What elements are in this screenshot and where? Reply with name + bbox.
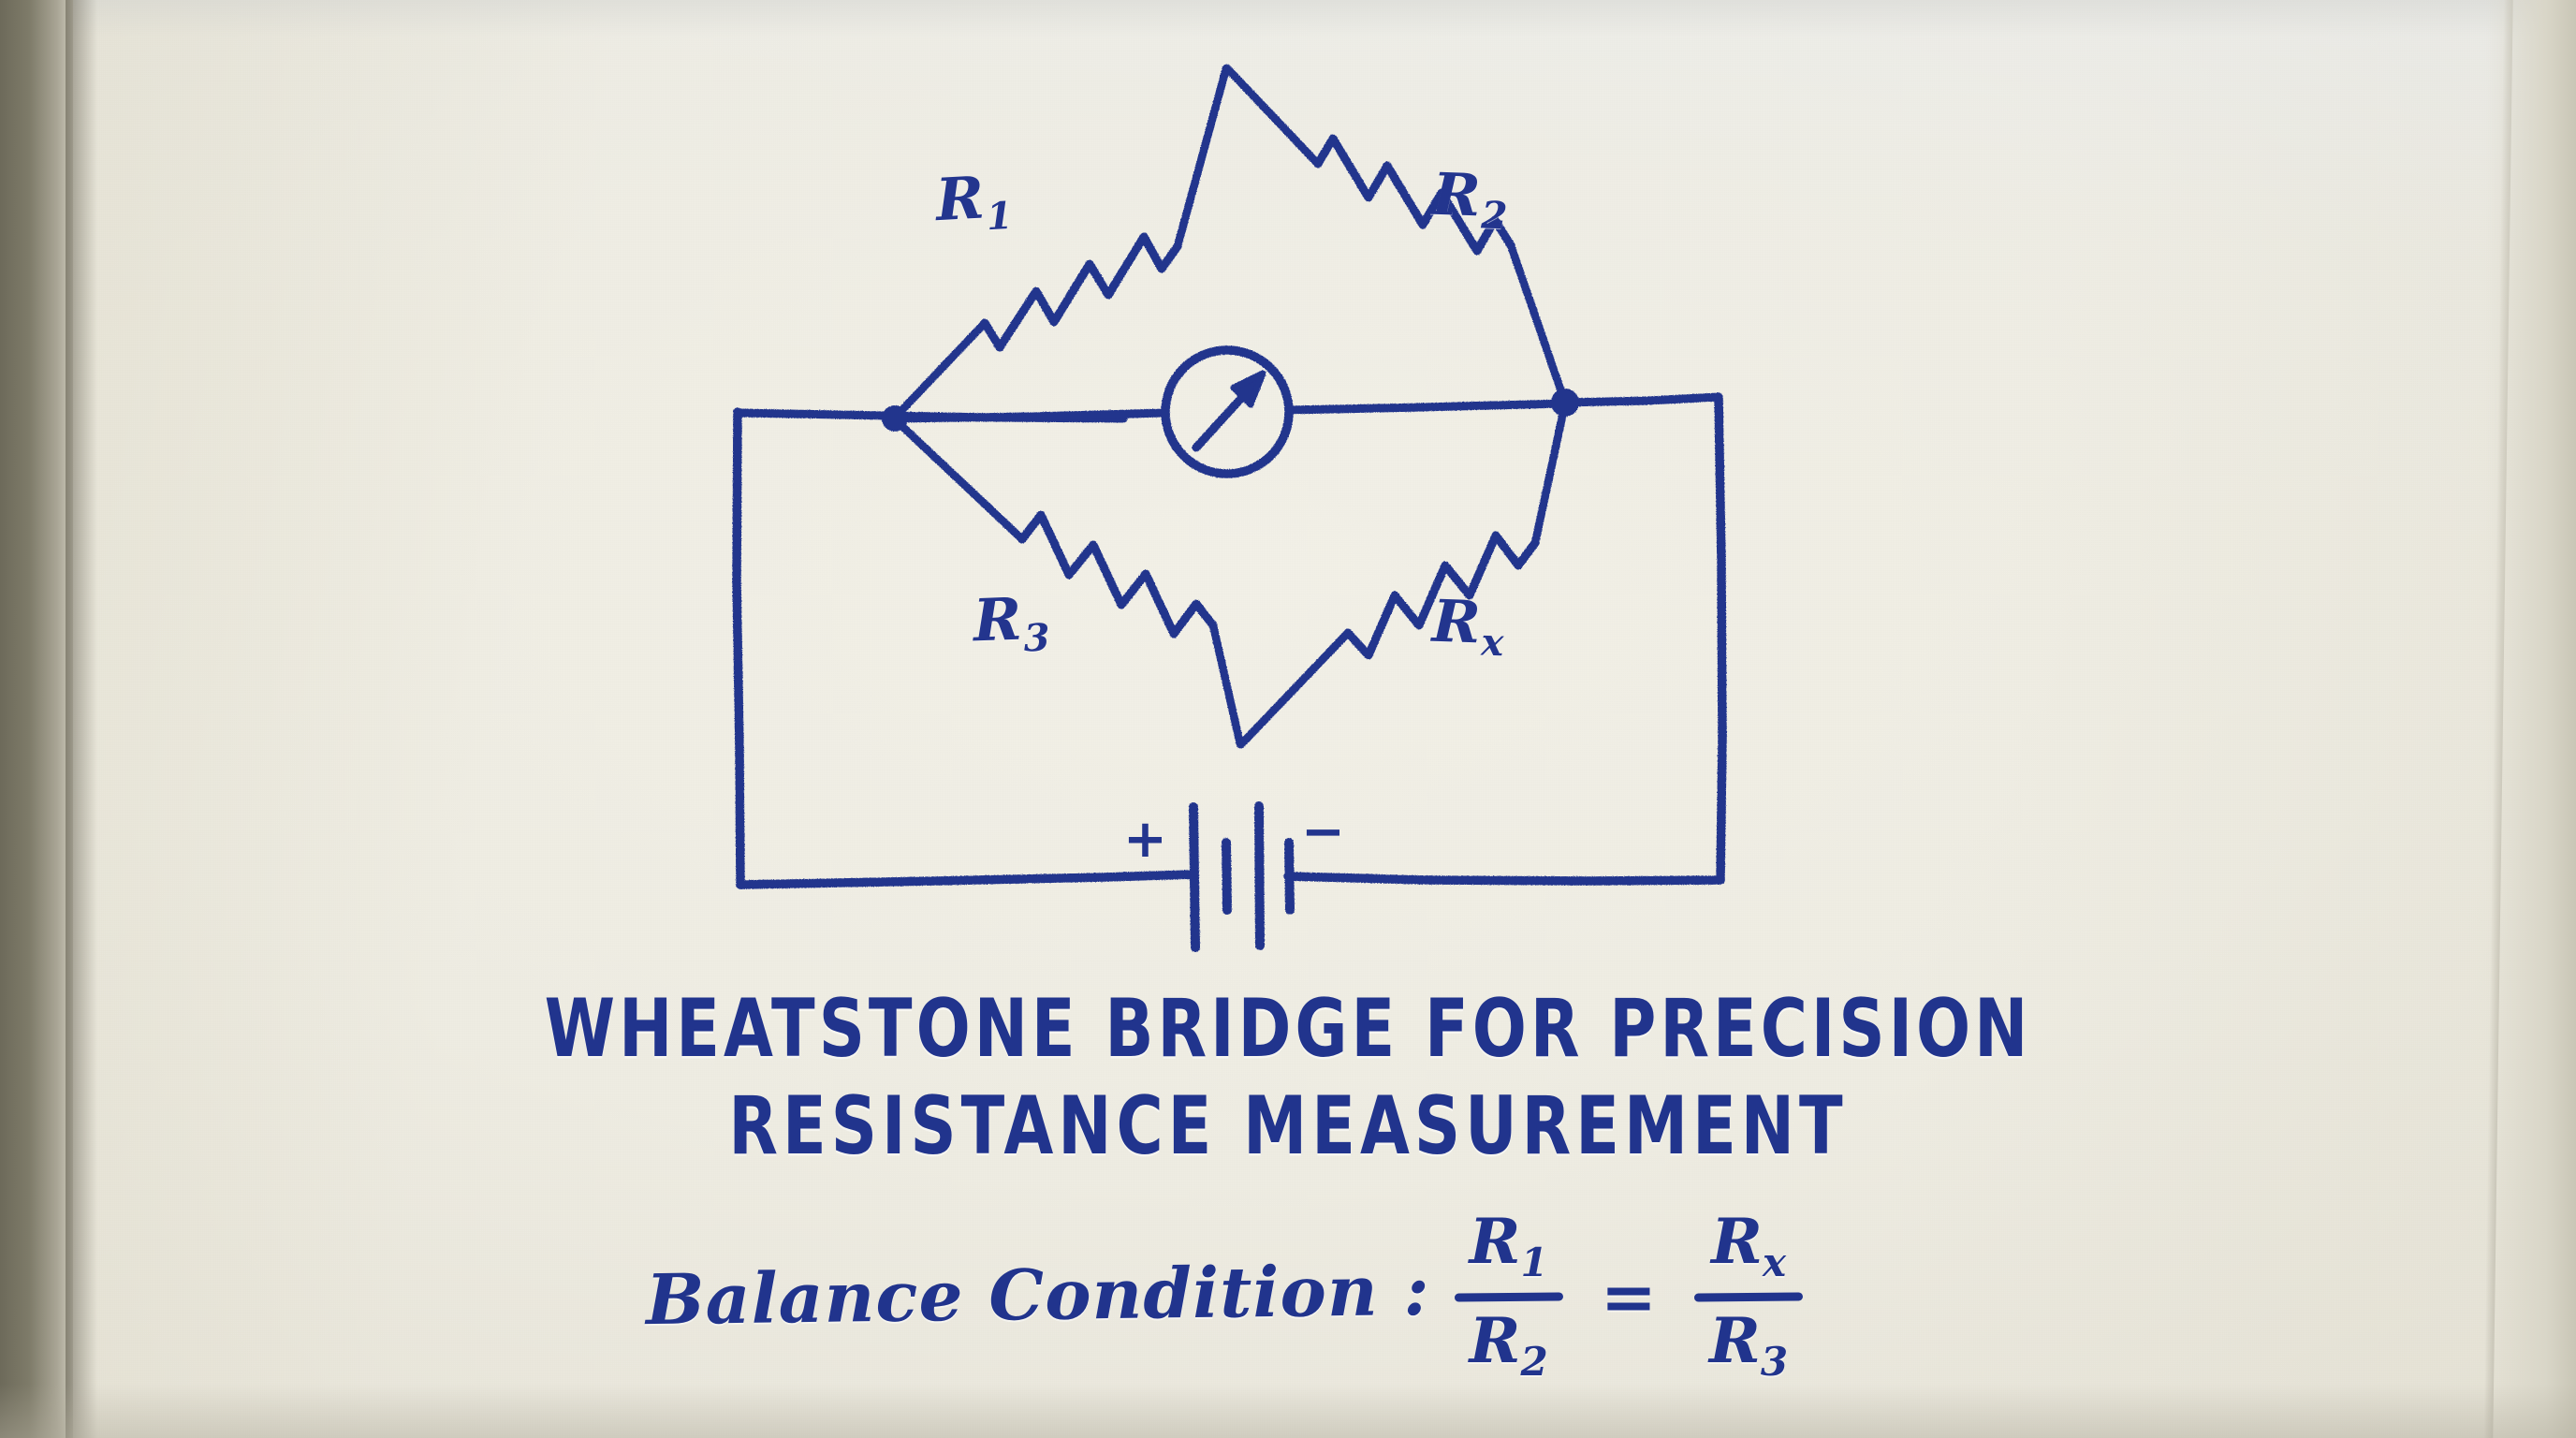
fraction-left-bar xyxy=(1454,1292,1563,1302)
title-line-1: WHEATSTONE BRIDGE FOR PRECISION xyxy=(544,980,2032,1076)
fraction-left: R1 R2 xyxy=(1454,1205,1563,1386)
galvanometer-needle-tip xyxy=(1230,370,1266,408)
resistor-r3-zigzag xyxy=(1017,510,1218,638)
wire-r1-lower xyxy=(890,318,989,422)
arm-r2 xyxy=(1222,64,1570,407)
galvanometer-icon xyxy=(1161,345,1294,478)
galvanometer-branch xyxy=(891,345,1568,478)
wire-r1-upper xyxy=(1173,64,1231,251)
arm-rx xyxy=(1237,399,1570,749)
wire-r3-lower xyxy=(1208,621,1245,749)
paper-bottom-shadow xyxy=(0,1384,2576,1438)
wire-r2-upper xyxy=(1222,64,1323,169)
arm-r1 xyxy=(890,64,1231,422)
battery-negative-terminal-label: − xyxy=(1301,801,1345,862)
diagram-title: WHEATSTONE BRIDGE FOR PRECISION RESISTAN… xyxy=(0,974,2576,1173)
fraction-right-bar xyxy=(1693,1292,1804,1302)
resistor-label-r2: R2 xyxy=(1430,159,1509,239)
wire-rx-lower xyxy=(1237,628,1353,749)
paper-left-shadow xyxy=(66,0,97,1438)
balance-condition: Balance Condition : R1 R2 = Rx R3 xyxy=(645,1205,1804,1386)
resistor-r2-zigzag xyxy=(1313,134,1515,256)
resistor-r1-zigzag xyxy=(980,232,1182,352)
paper-right-edge xyxy=(2486,0,2576,1438)
wire-r3-upper xyxy=(890,415,1027,544)
junction-dot-node-a xyxy=(882,405,908,432)
battery-long-plate-1 xyxy=(1189,802,1200,952)
wire-right-vertical xyxy=(1714,392,1727,885)
battery-short-plate-1 xyxy=(1222,838,1232,915)
desk-surface-left-edge xyxy=(0,0,73,1438)
resistor-label-r1: R1 xyxy=(933,163,1015,240)
junction-dot-node-b xyxy=(1551,389,1579,417)
fraction-right: Rx R3 xyxy=(1693,1205,1804,1386)
arm-r3 xyxy=(890,415,1245,749)
wire-bottom-left xyxy=(736,870,1197,889)
wire-galvanometer-left xyxy=(891,408,1170,423)
battery-symbol xyxy=(1189,801,1295,952)
paper-top-shadow xyxy=(0,0,2576,37)
battery-short-plate-2 xyxy=(1284,838,1295,915)
battery-positive-terminal-label: + xyxy=(1123,809,1167,870)
title-line-2: RESISTANCE MEASUREMENT xyxy=(728,1078,1848,1173)
resistor-rx-zigzag xyxy=(1343,531,1540,660)
fraction-left-denominator: R2 xyxy=(1469,1303,1548,1386)
wire-r2-lower xyxy=(1506,241,1570,407)
battery-long-plate-2 xyxy=(1254,801,1265,950)
resistor-label-rx: Rx xyxy=(1430,586,1505,666)
wire-bottom-right xyxy=(1283,872,1725,886)
fraction-left-numerator: R1 xyxy=(1469,1205,1548,1286)
wire-rx-upper xyxy=(1530,399,1570,548)
wire-node-b-to-right xyxy=(1560,392,1723,407)
wire-left-vertical xyxy=(732,407,745,889)
fraction-right-denominator: R3 xyxy=(1708,1303,1789,1386)
fraction-right-numerator: Rx xyxy=(1711,1205,1786,1286)
balance-condition-caption: Balance Condition : xyxy=(645,1251,1431,1342)
resistor-label-r3: R3 xyxy=(972,584,1051,661)
wire-galvanometer-right xyxy=(1284,399,1568,415)
equals-sign: = xyxy=(1600,1255,1658,1336)
